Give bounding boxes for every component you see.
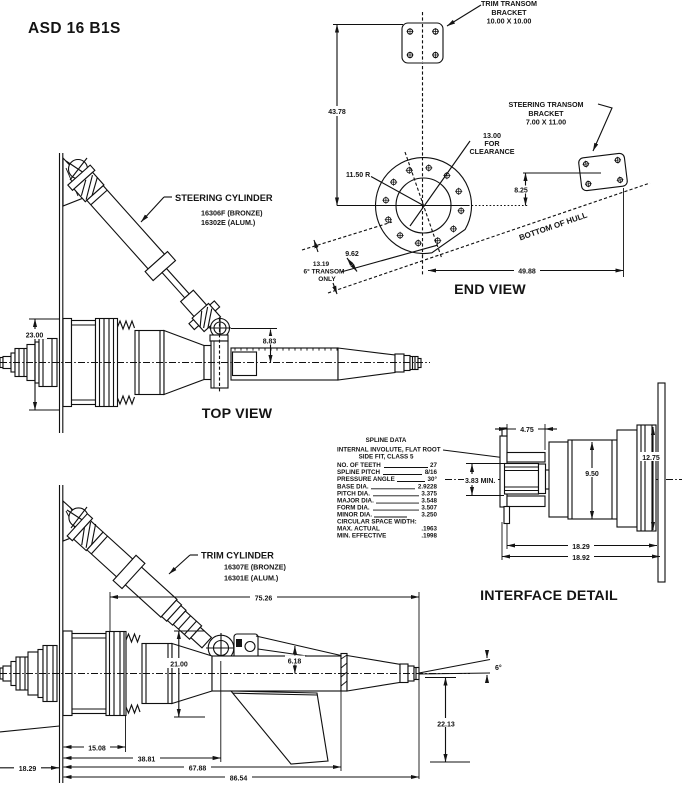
svg-text:TOP VIEW: TOP VIEW: [202, 406, 273, 422]
svg-text:3.507: 3.507: [421, 505, 437, 512]
svg-text:3.83 MIN.: 3.83 MIN.: [465, 478, 495, 485]
svg-text:2.9228: 2.9228: [418, 483, 438, 490]
svg-text:BOTTOM OF HULL: BOTTOM OF HULL: [518, 211, 589, 243]
svg-text:MIN. EFFECTIVE: MIN. EFFECTIVE: [337, 533, 386, 540]
svg-text:16306F (BRONZE): 16306F (BRONZE): [201, 209, 263, 218]
svg-text:FORM DIA.: FORM DIA.: [337, 505, 370, 512]
svg-text:INTERFACE DETAIL: INTERFACE DETAIL: [480, 588, 618, 604]
svg-text:6° TRANSOM: 6° TRANSOM: [304, 268, 345, 276]
svg-text:4.75: 4.75: [520, 427, 534, 434]
svg-text:BASE DIA.: BASE DIA.: [337, 483, 369, 490]
svg-text:TRIM TRANSOM: TRIM TRANSOM: [481, 0, 537, 8]
svg-text:STEERING TRANSOM: STEERING TRANSOM: [508, 100, 583, 109]
svg-text:FOR: FOR: [484, 139, 500, 148]
svg-text:INTERNAL INVOLUTE, FLAT ROOT: INTERNAL INVOLUTE, FLAT ROOT: [337, 447, 441, 454]
svg-text:7.00 X 11.00: 7.00 X 11.00: [526, 118, 566, 127]
svg-text:18.29: 18.29: [572, 544, 590, 551]
svg-text:SPLINE DATA: SPLINE DATA: [366, 437, 407, 444]
svg-text:9.62: 9.62: [345, 251, 359, 258]
svg-text:22.13: 22.13: [437, 722, 455, 729]
svg-text:6°: 6°: [495, 664, 502, 672]
svg-text:STEERING CYLINDER: STEERING CYLINDER: [175, 193, 273, 203]
svg-text:MINOR DIA.: MINOR DIA.: [337, 512, 372, 519]
svg-text:3.548: 3.548: [421, 498, 437, 505]
svg-text:8.83: 8.83: [263, 339, 277, 346]
svg-text:CLEARANCE: CLEARANCE: [469, 147, 514, 156]
svg-text:BRACKET: BRACKET: [491, 8, 527, 17]
svg-text:BRACKET: BRACKET: [528, 109, 564, 118]
svg-text:16302E (ALUM.): 16302E (ALUM.): [201, 218, 256, 227]
svg-text:8/16: 8/16: [425, 469, 438, 476]
svg-text:75.26: 75.26: [255, 596, 273, 603]
svg-text:ONLY: ONLY: [318, 276, 336, 283]
svg-text:.1998: .1998: [421, 533, 437, 540]
svg-text:SIDE FIT, CLASS 5: SIDE FIT, CLASS 5: [359, 454, 414, 461]
svg-text:18.92: 18.92: [572, 555, 590, 562]
svg-text:MAJOR DIA.: MAJOR DIA.: [337, 498, 374, 505]
svg-text:TRIM CYLINDER: TRIM CYLINDER: [201, 551, 274, 561]
svg-text:18.29: 18.29: [19, 766, 37, 773]
svg-text:.1963: .1963: [421, 526, 437, 533]
svg-text:11.50 R: 11.50 R: [346, 172, 370, 179]
svg-text:10.00 X 10.00: 10.00 X 10.00: [487, 17, 532, 26]
svg-text:13.00: 13.00: [483, 131, 501, 140]
svg-text:8.25: 8.25: [514, 188, 528, 195]
svg-text:23.00: 23.00: [26, 333, 44, 340]
svg-text:27: 27: [430, 462, 437, 469]
svg-text:3.375: 3.375: [421, 490, 437, 497]
svg-text:15.08: 15.08: [88, 746, 106, 753]
svg-text:38.81: 38.81: [138, 757, 156, 764]
svg-text:MAX. ACTUAL: MAX. ACTUAL: [337, 526, 380, 533]
svg-text:49.88: 49.88: [518, 269, 536, 276]
svg-text:3.250: 3.250: [421, 512, 437, 519]
svg-text:67.88: 67.88: [189, 766, 207, 773]
svg-text:END VIEW: END VIEW: [454, 282, 526, 298]
svg-text:CIRCULAR SPACE WIDTH:: CIRCULAR SPACE WIDTH:: [337, 519, 417, 526]
svg-text:21.00: 21.00: [170, 662, 188, 669]
svg-text:NO. OF TEETH: NO. OF TEETH: [337, 462, 381, 469]
svg-text:PRESSURE ANGLE: PRESSURE ANGLE: [337, 476, 395, 483]
svg-text:PITCH DIA.: PITCH DIA.: [337, 490, 370, 497]
svg-text:12.75: 12.75: [642, 455, 660, 462]
svg-text:16307E (BRONZE): 16307E (BRONZE): [224, 563, 287, 572]
svg-text:30°: 30°: [428, 476, 438, 483]
svg-text:6.18: 6.18: [288, 659, 302, 666]
svg-text:13.19: 13.19: [313, 261, 330, 268]
svg-text:9.50: 9.50: [585, 471, 599, 478]
svg-text:SPLINE PITCH: SPLINE PITCH: [337, 469, 381, 476]
svg-text:16301E (ALUM.): 16301E (ALUM.): [224, 574, 279, 583]
svg-text:86.54: 86.54: [230, 776, 248, 783]
svg-text:43.78: 43.78: [328, 109, 346, 116]
svg-text:ASD 16 B1S: ASD 16 B1S: [28, 20, 121, 37]
